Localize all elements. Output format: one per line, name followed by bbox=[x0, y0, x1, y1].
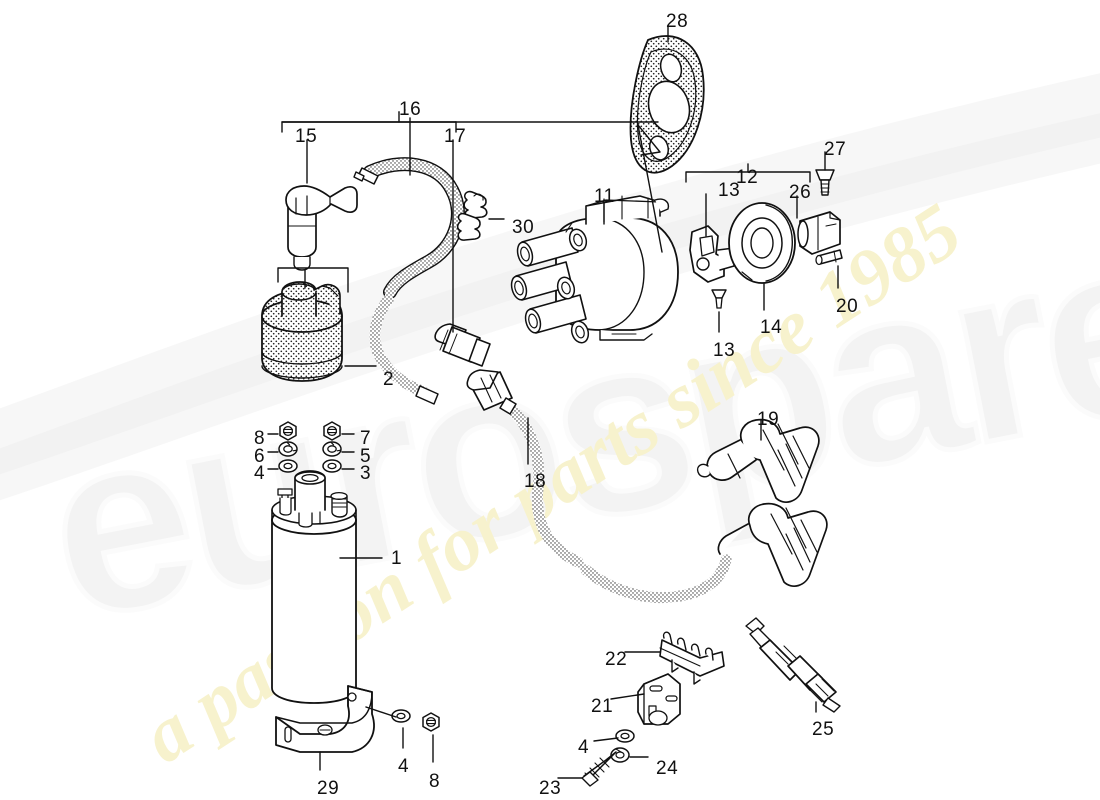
callout-ignition-lead: 17 bbox=[444, 126, 467, 147]
part-11-distributor-cap bbox=[510, 195, 679, 344]
part-15-spark-plug-connector bbox=[285, 185, 358, 271]
part-13-clamp-bolt bbox=[711, 289, 727, 309]
callout-plain-washer: 4 bbox=[578, 737, 590, 758]
callout-ignition-lead: 18 bbox=[524, 471, 547, 492]
callout-plain-washer: 4 bbox=[398, 756, 410, 777]
part-14-vacuum-diaphragm bbox=[728, 202, 796, 284]
part-26-drive-shaft bbox=[797, 211, 841, 255]
callout-spark-plug-connector: 15 bbox=[295, 126, 318, 147]
callout-distributor-cap: 11 bbox=[594, 186, 615, 207]
part-17-ignition-lead-lower bbox=[369, 294, 491, 405]
part-18-ignition-lead bbox=[466, 369, 732, 604]
callout-distributor-cap-rotor-cover: 2 bbox=[383, 369, 395, 390]
part-2-distributor-cover bbox=[261, 281, 343, 382]
callout-lock-washer: 6 bbox=[254, 446, 266, 467]
leader-lines bbox=[267, 25, 839, 779]
callout-plain-washer: 3 bbox=[360, 463, 372, 484]
callout-roll-pin: 20 bbox=[836, 296, 859, 317]
cap-towers bbox=[510, 222, 590, 344]
callout-spark-plug-connector: 19 bbox=[757, 409, 780, 430]
part-16-ignition-lead-upper bbox=[353, 157, 465, 299]
callout-hex-bolt: 23 bbox=[539, 778, 562, 799]
part-13-distributor-clamp bbox=[689, 225, 735, 283]
part-29-coil-bracket bbox=[275, 685, 375, 753]
callout-clamp-screw: 13 bbox=[718, 180, 741, 201]
callout-clamp-screw: 13 bbox=[713, 340, 736, 361]
callout-hex-bolt: 27 bbox=[824, 139, 847, 160]
part-20-roll-pin bbox=[815, 249, 843, 266]
callout-vacuum-diaphragm: 14 bbox=[760, 317, 783, 338]
callout-hex-nut: 8 bbox=[254, 428, 266, 449]
part-1-ignition-coil bbox=[271, 470, 357, 704]
callout-hex-nut: 8 bbox=[429, 771, 441, 792]
callout-cable-guide-clip: 22 bbox=[605, 649, 628, 670]
callout-cable-holder-bracket: 21 bbox=[591, 696, 614, 717]
part-19-spark-plug-connector-upper bbox=[696, 418, 820, 503]
callout-lock-washer: 24 bbox=[656, 758, 679, 779]
part-25-spark-plug bbox=[745, 617, 841, 713]
callout-coil-mounting-bracket: 29 bbox=[317, 778, 340, 799]
part-22-cable-guide-clip bbox=[659, 631, 725, 685]
callout-ignition-lead-set: 16 bbox=[399, 99, 422, 120]
callout-spark-plug: 25 bbox=[812, 719, 835, 740]
part-21-cable-holder-bracket bbox=[637, 673, 681, 726]
part-19-spark-plug-connector-lower bbox=[717, 502, 828, 587]
callout-retaining-clip: 30 bbox=[512, 217, 535, 238]
callout-plain-washer: 4 bbox=[254, 463, 266, 484]
callout-distributor-assembly-group: 12 bbox=[736, 167, 759, 188]
callout-distributor-gasket: 28 bbox=[666, 11, 689, 32]
part-27-hex-bolt bbox=[815, 169, 835, 196]
callout-hex-nut: 7 bbox=[360, 428, 372, 449]
part-23-hex-bolt bbox=[581, 751, 617, 787]
callout-lock-washer: 5 bbox=[360, 446, 372, 467]
part-30-retaining-clips bbox=[456, 190, 488, 241]
callout-distributor-drive-shaft: 26 bbox=[789, 182, 812, 203]
callout-ignition-coil: 1 bbox=[391, 548, 403, 569]
